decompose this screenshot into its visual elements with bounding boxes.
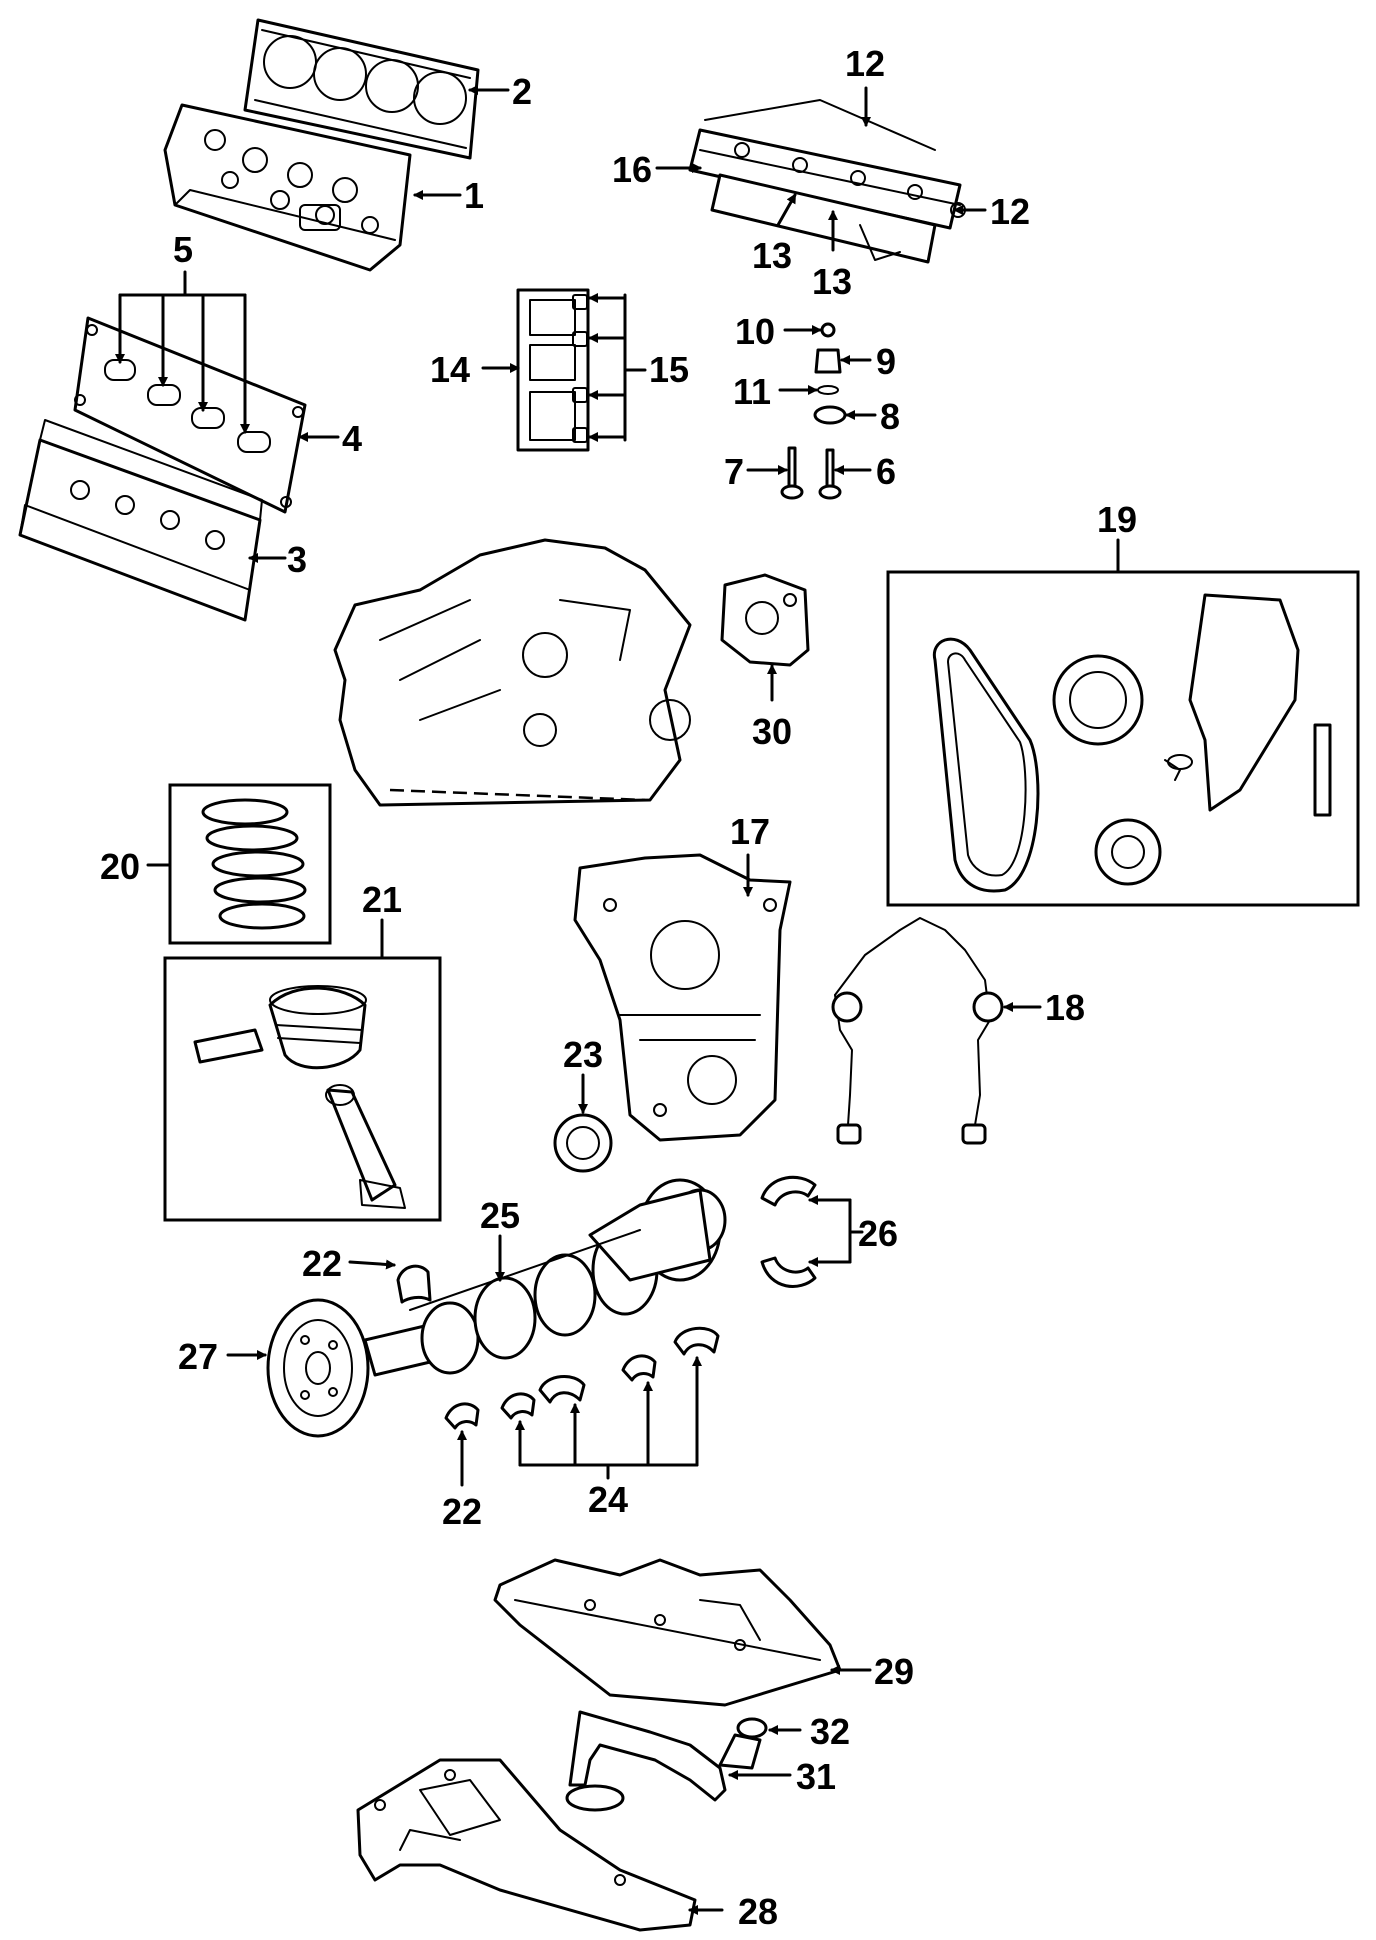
callout-16: 16 — [612, 149, 652, 190]
callout-5: 5 — [173, 229, 193, 270]
callout-7: 7 — [724, 451, 744, 492]
callout-labels: 1 2 3 4 5 6 7 8 9 10 11 12 12 13 13 14 1… — [100, 43, 1137, 1932]
lifter-guide — [516, 288, 590, 452]
callout-32: 32 — [810, 1711, 850, 1752]
main-bearings — [444, 1326, 720, 1430]
cylinder-head — [163, 103, 412, 272]
front-crank-seal — [553, 1113, 613, 1173]
thrust-washers — [760, 1175, 817, 1288]
timing-cover-gasket — [831, 917, 1004, 1145]
callout-30: 30 — [752, 711, 792, 752]
callout-28: 28 — [738, 1891, 778, 1932]
valve-components — [780, 322, 847, 500]
callout-8: 8 — [880, 396, 900, 437]
valve-cover — [18, 419, 263, 622]
callout-21: 21 — [362, 879, 402, 920]
callout-29: 29 — [874, 1651, 914, 1692]
callout-23: 23 — [563, 1034, 603, 1075]
bearing-insert-upper — [396, 1264, 432, 1304]
timing-kit — [886, 570, 1360, 907]
leader-lines — [115, 85, 1120, 1915]
callout-14: 14 — [430, 349, 470, 390]
callout-20: 20 — [100, 846, 140, 887]
callout-4: 4 — [342, 418, 362, 459]
rocker-assembly — [688, 99, 966, 264]
piston-rings — [168, 783, 332, 945]
callout-18: 18 — [1045, 987, 1085, 1028]
crankshaft — [363, 1178, 727, 1377]
callout-3: 3 — [287, 539, 307, 580]
callout-6: 6 — [876, 451, 896, 492]
callout-9: 9 — [876, 341, 896, 382]
callout-24: 24 — [588, 1479, 628, 1520]
callout-26: 26 — [858, 1213, 898, 1254]
timing-cover — [573, 853, 792, 1142]
callout-22-upper: 22 — [302, 1243, 342, 1284]
callout-25: 25 — [480, 1195, 520, 1236]
oil-pan — [356, 1758, 697, 1932]
callout-13-left: 13 — [752, 235, 792, 276]
callout-12-right: 12 — [990, 191, 1030, 232]
pickup-oring — [736, 1717, 768, 1739]
callout-31: 31 — [796, 1756, 836, 1797]
callout-1: 1 — [464, 175, 484, 216]
callout-27: 27 — [178, 1336, 218, 1377]
callout-10: 10 — [735, 311, 775, 352]
callout-13-center: 13 — [812, 261, 852, 302]
callout-22-lower: 22 — [442, 1491, 482, 1532]
head-gasket — [243, 18, 480, 160]
oil-pickup-tube — [565, 1710, 762, 1812]
callout-2: 2 — [512, 71, 532, 112]
engine-block — [333, 538, 692, 807]
callout-19: 19 — [1097, 499, 1137, 540]
harmonic-balancer — [266, 1298, 370, 1438]
callout-17: 17 — [730, 811, 770, 852]
callout-12-top: 12 — [845, 43, 885, 84]
callout-15: 15 — [649, 349, 689, 390]
piston-and-rod — [163, 956, 442, 1222]
callout-11: 11 — [733, 371, 771, 412]
oil-pump — [720, 573, 810, 667]
windage-tray — [493, 1558, 842, 1707]
